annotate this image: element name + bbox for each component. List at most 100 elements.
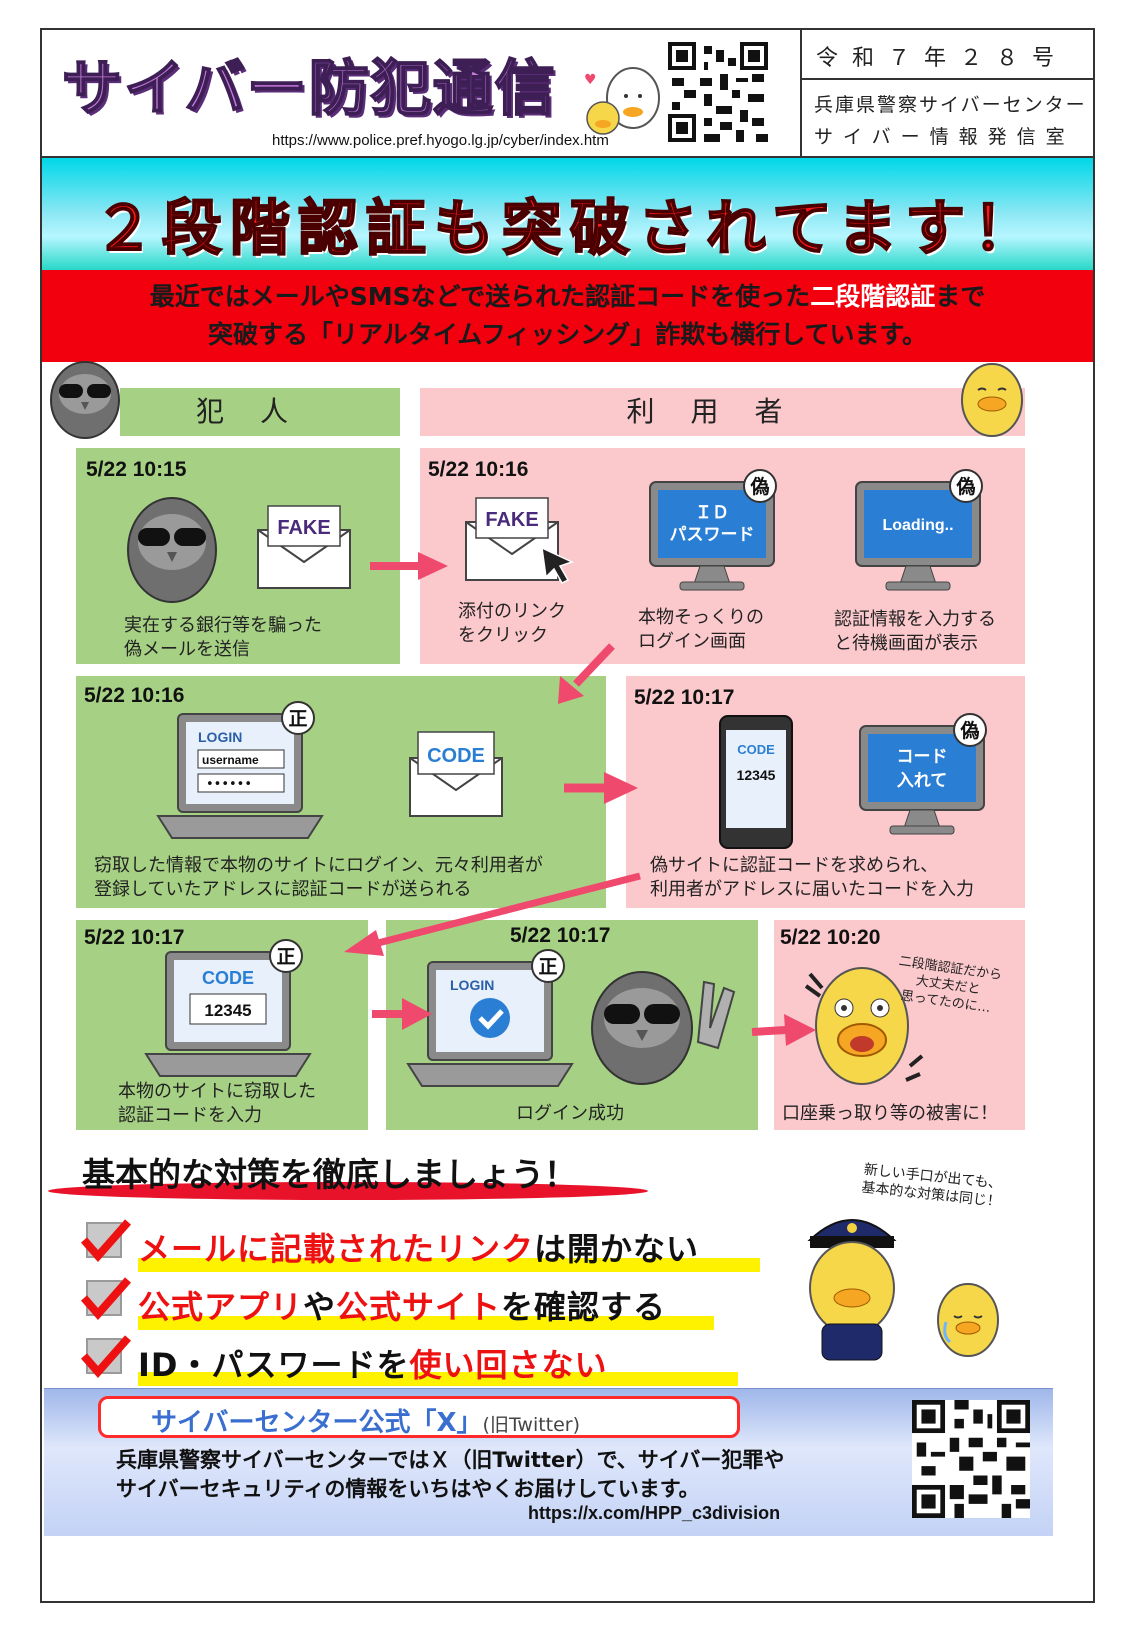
headline: ２段階認証も突破されてます！ — [93, 193, 1042, 265]
alert-box: 最近ではメールやSMSなどで送られた認証コードを使った二段階認証まで 突破する「… — [42, 270, 1093, 362]
tip-1: メールに記載されたリンクは開かない — [138, 1224, 699, 1270]
step-caption: ログイン成功 — [516, 1103, 624, 1124]
envelope-label: FAKE — [485, 509, 538, 531]
real-badge: 正 — [276, 946, 295, 968]
step-caption: 添付のリンク — [458, 601, 566, 622]
step-caption: 本物そっくりの — [638, 607, 764, 628]
screen-code: 12345 — [204, 1001, 251, 1020]
screen-label: CODE — [202, 968, 254, 988]
newsletter-title: サイバー防犯通信 — [61, 53, 557, 125]
issue-box: 令和７年２８号 兵庫県警察サイバーセンター サイバー情報発信室 — [800, 28, 1095, 156]
tip-black: を確認する — [501, 1288, 667, 1326]
org-name: 兵庫県警察サイバーセンター — [814, 94, 1087, 116]
step-caption: 偽サイトに認証コードを求められ、 — [650, 855, 939, 876]
tip-2: 公式アプリや公式サイトを確認する — [138, 1282, 666, 1328]
tip-red: 使い回さない — [409, 1346, 608, 1384]
screen-text: パスワード — [670, 525, 755, 545]
step-caption: 認証情報を入力する — [834, 609, 996, 630]
highlight-bar — [138, 1258, 760, 1272]
heading-underline — [48, 1182, 648, 1200]
step-enter-stolen-code: 5/22 10:17 CODE 12345 正 本物のサイトに窃取した 認証コー… — [76, 920, 368, 1130]
x-qr-code-icon[interactable] — [912, 1400, 1030, 1518]
tip-red: 公式サイト — [336, 1288, 502, 1326]
screen-text: 入れて — [897, 771, 948, 791]
step-time: 5/22 10:15 — [86, 458, 187, 481]
tip-black: は開かない — [534, 1230, 700, 1268]
qr-code-icon[interactable] — [668, 42, 768, 142]
code-envelope-icon: CODE — [409, 731, 503, 817]
smartphone-code-icon: CODE 12345 — [719, 715, 793, 849]
issue-number: 令和７年２８号 — [802, 28, 1095, 80]
login-label: LOGIN — [450, 977, 494, 993]
footer-line: 兵庫県警察サイバーセンターではＸ（旧Twitter）で、サイバー犯罪や — [116, 1448, 785, 1472]
step-caption: 登録していたアドレスに認証コードが送られる — [94, 879, 472, 900]
alert-text-end: まで — [935, 282, 986, 311]
step-time: 5/22 10:20 — [780, 926, 881, 949]
shocked-duck-icon — [804, 967, 924, 1085]
step-caption: 口座乗っ取り等の被害に！ — [782, 1103, 998, 1124]
user-row-1: 5/22 10:16 FAKE 添付のリンク をクリック ＩＤ パスワード 偽 … — [420, 448, 1025, 664]
step-caption: 窃取した情報で本物のサイトにログイン、元々利用者が — [94, 855, 543, 876]
step-caption: 利用者がアドレスに届いたコードを入力 — [650, 879, 974, 900]
police-duck-icon — [807, 1219, 897, 1361]
duck-user-icon — [961, 363, 1023, 437]
phone-label: CODE — [737, 742, 775, 757]
page-frame — [40, 28, 1095, 1603]
step-time: 5/22 10:17 — [634, 686, 735, 709]
step-caption: ログイン画面 — [638, 631, 746, 652]
step-caption: 本物のサイトに窃取した — [118, 1081, 316, 1102]
fake-monitor-icon: ＩＤ パスワード 偽 — [649, 469, 777, 591]
screen-text: ＩＤ — [695, 503, 729, 523]
tip-black: ID・パスワードを — [138, 1346, 410, 1384]
real-badge: 正 — [288, 708, 307, 730]
screen-text: Loading.. — [882, 517, 953, 534]
x-account-title: サイバーセンター公式「X」(旧Twitter) — [98, 1396, 740, 1438]
username-field: username — [202, 753, 259, 767]
step-time: 5/22 10:17 — [84, 926, 185, 949]
step-account-takeover: 5/22 10:20 二段階認証だから 大丈夫だと 思ってたのに… 口座乗っ取り… — [774, 920, 1025, 1130]
laptop-check-icon: LOGIN 正 — [406, 949, 574, 1087]
phone-code: 12345 — [737, 767, 776, 783]
login-label: LOGIN — [198, 729, 242, 745]
step-time: 5/22 10:17 — [510, 924, 611, 947]
role-user: 利用者 — [420, 388, 1025, 436]
footer-description: 兵庫県警察サイバーセンターではＸ（旧Twitter）で、サイバー犯罪や サイバー… — [116, 1446, 784, 1504]
x-account-link[interactable]: https://x.com/HPP_c3division — [528, 1503, 781, 1523]
highlight-bar — [138, 1372, 738, 1386]
step-time: 5/22 10:16 — [428, 458, 529, 481]
tip-red: メールに記載されたリンク — [138, 1230, 535, 1268]
checkmark-icon — [80, 1277, 131, 1321]
footer-title-note: (旧Twitter) — [482, 1414, 581, 1436]
fake-badge: 偽 — [749, 475, 769, 498]
step-caption: をクリック — [458, 625, 548, 646]
alert-highlight: 二段階認証 — [810, 282, 936, 311]
org-division: サイバー情報発信室 — [814, 126, 1075, 148]
step-time: 5/22 10:16 — [84, 684, 185, 707]
checkmark-icon — [80, 1335, 131, 1379]
laptop-login-icon: LOGIN username •••••• 正 — [156, 701, 324, 839]
tip-red: 公式アプリ — [138, 1288, 304, 1326]
footer-title: サイバーセンター公式「X」 — [151, 1408, 483, 1438]
owl-victory-icon — [591, 971, 736, 1085]
envelope-label: CODE — [427, 745, 485, 767]
duck-mascot-icon: ♥ — [584, 67, 660, 135]
footer-line: サイバーセキュリティの情報をいちはやくお届けしています。 — [116, 1477, 700, 1501]
step-user-enters-code: 5/22 10:17 CODE 12345 コード 入れて 偽 偽サイトに認証コ… — [626, 676, 1025, 908]
checkmark-icon — [80, 1219, 131, 1263]
alert-text: 最近ではメールやSMSなどで送られた認証コードを使った — [149, 282, 811, 311]
headline-banner: ２段階認証も突破されてます！ — [42, 158, 1093, 270]
header: サイバー防犯通信 https://www.police.pref.hyogo.l… — [40, 28, 1095, 158]
step-send-fake-mail: 5/22 10:15 FAKE 実在する銀行等を騙った 偽メールを送信 — [76, 448, 400, 664]
crying-duck-icon — [937, 1283, 999, 1357]
screen-text: コード — [897, 747, 948, 767]
fake-loading-monitor-icon: Loading.. 偽 — [855, 469, 983, 591]
step-criminal-login: 5/22 10:16 LOGIN username •••••• 正 CODE … — [76, 676, 606, 908]
role-criminal: 犯人 — [120, 388, 400, 436]
alert-text-line2: 突破する「リアルタイムフィッシング」詐欺も横行しています。 — [207, 320, 927, 349]
fake-badge: 偽 — [955, 475, 975, 498]
header-url[interactable]: https://www.police.pref.hyogo.lg.jp/cybe… — [272, 132, 609, 149]
real-badge: 正 — [538, 956, 557, 978]
step-caption: と待機画面が表示 — [834, 633, 978, 654]
password-field: •••••• — [206, 777, 252, 792]
step-login-success: 5/22 10:17 LOGIN 正 ログイン成功 — [386, 920, 758, 1130]
